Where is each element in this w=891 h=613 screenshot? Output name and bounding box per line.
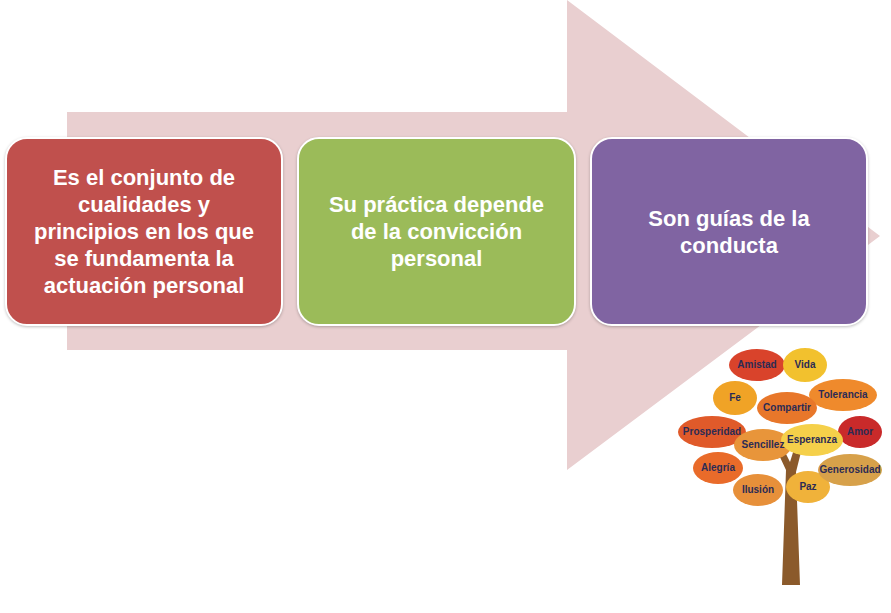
box-text: Son guías de la conducta xyxy=(608,205,850,259)
leaf-word: Esperanza xyxy=(787,434,837,446)
leaf-word: Amor xyxy=(847,426,873,438)
leaf-word: Prosperidad xyxy=(683,426,741,438)
process-box: Son guías de la conducta xyxy=(590,137,868,326)
leaf-word: Vida xyxy=(795,359,816,371)
process-box: Es el conjunto de cualidades y principio… xyxy=(5,137,283,326)
leaf-word: Tolerancia xyxy=(818,389,867,401)
box-text: Su práctica depende de la convicción per… xyxy=(315,191,558,272)
tree-illustration xyxy=(678,348,882,585)
leaf-word: Compartir xyxy=(763,402,811,414)
leaf-word: Paz xyxy=(799,481,816,493)
leaf-word: Fe xyxy=(729,392,741,404)
process-box: Su práctica depende de la convicción per… xyxy=(297,137,576,326)
leaf-word: Amistad xyxy=(737,359,776,371)
leaf-word: Generosidad xyxy=(819,464,880,476)
leaf-word: Ilusión xyxy=(742,484,774,496)
box-text: Es el conjunto de cualidades y principio… xyxy=(23,164,265,299)
leaf-word: Alegría xyxy=(701,462,735,474)
leaf-word: Sencillez xyxy=(742,439,785,451)
